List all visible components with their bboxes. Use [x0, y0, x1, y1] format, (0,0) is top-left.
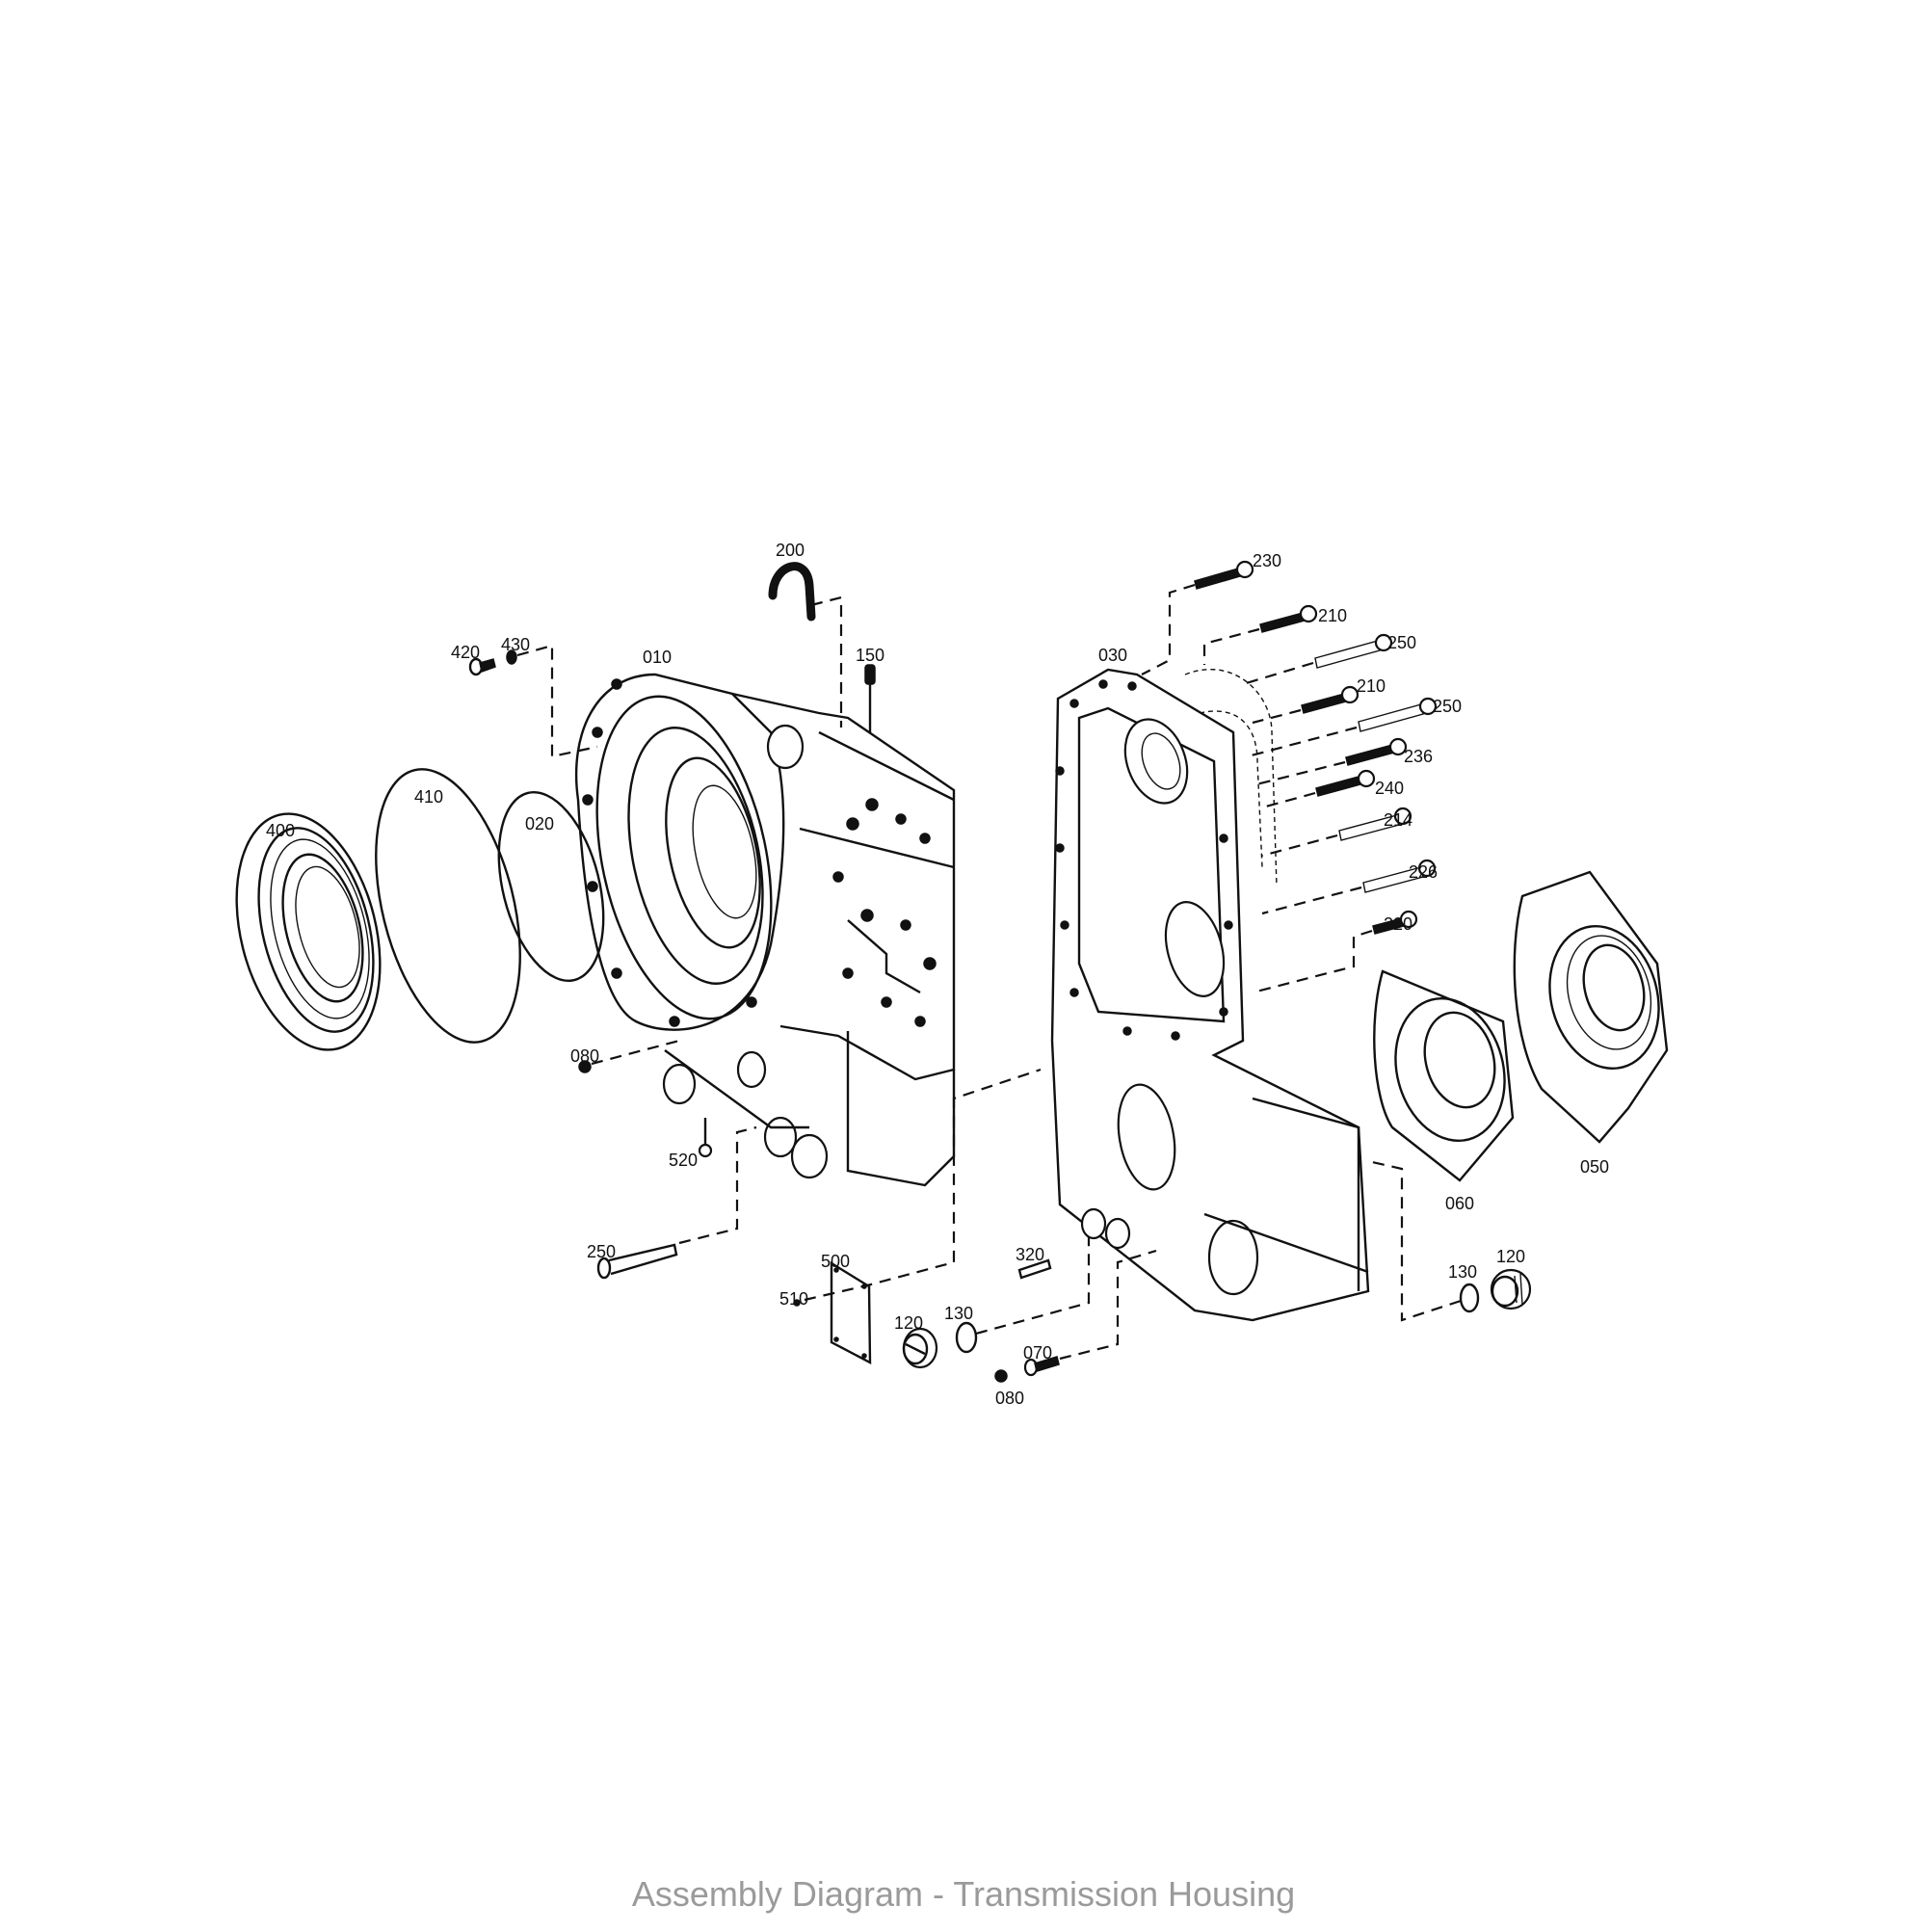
label-250-upper: 250 [1387, 633, 1417, 652]
diagram-caption: Assembly Diagram - Transmission Housing [631, 1874, 1296, 1914]
label-200: 200 [776, 541, 805, 560]
part-030-housing[interactable] [1050, 668, 1370, 1322]
label-500: 500 [821, 1252, 851, 1271]
part-080-nut-left[interactable] [578, 1060, 592, 1073]
part-410-o-ring[interactable] [351, 754, 545, 1057]
label-510: 510 [779, 1289, 809, 1309]
part-220-bolt[interactable] [1372, 910, 1418, 935]
part-120-plug-right[interactable] [1490, 1268, 1532, 1310]
part-226-bolt[interactable] [1362, 859, 1437, 893]
label-130-left: 130 [944, 1304, 974, 1323]
part-010-housing[interactable] [570, 673, 956, 1187]
label-010: 010 [643, 648, 673, 667]
part-150-plug[interactable] [864, 664, 876, 732]
part-420-bolt[interactable] [468, 657, 496, 676]
label-240: 240 [1375, 779, 1405, 798]
label-230: 230 [1253, 551, 1282, 570]
label-020: 020 [525, 814, 555, 834]
part-320-pin[interactable] [1017, 1258, 1052, 1280]
part-210-bolt-upper[interactable] [1259, 604, 1318, 633]
part-020-o-ring[interactable] [481, 781, 620, 992]
part-120-plug-left[interactable] [902, 1327, 938, 1369]
label-520: 520 [669, 1151, 699, 1170]
label-150: 150 [856, 646, 885, 665]
part-400-seal-cover[interactable] [214, 799, 403, 1065]
part-080-nut-bottom[interactable] [994, 1369, 1008, 1383]
label-210-upper: 210 [1318, 606, 1348, 625]
label-250-left: 250 [587, 1242, 617, 1261]
label-060: 060 [1445, 1194, 1475, 1213]
label-220: 220 [1384, 914, 1413, 934]
part-250-bolt-upper[interactable] [1314, 633, 1393, 669]
label-410: 410 [414, 787, 444, 807]
label-120-right: 120 [1496, 1247, 1526, 1266]
label-226: 226 [1409, 862, 1439, 882]
label-070: 070 [1023, 1343, 1053, 1363]
label-400: 400 [266, 821, 296, 840]
label-130-right: 130 [1448, 1262, 1478, 1282]
label-120-left: 120 [894, 1313, 924, 1333]
label-250-lower: 250 [1433, 697, 1463, 716]
part-250-bolt-left[interactable] [596, 1243, 678, 1280]
part-060-cover[interactable] [1373, 969, 1519, 1182]
part-230-bolt[interactable] [1194, 560, 1254, 590]
part-430-washer[interactable] [506, 649, 517, 665]
label-214: 214 [1384, 810, 1413, 830]
part-200-tube[interactable] [768, 562, 816, 622]
part-214-bolt[interactable] [1338, 807, 1412, 841]
part-240-bolt[interactable] [1315, 769, 1376, 797]
part-050-cover[interactable] [1513, 870, 1675, 1144]
part-510-screw[interactable] [793, 1299, 801, 1307]
part-250-bolt-lower[interactable] [1358, 697, 1438, 732]
label-210-lower: 210 [1357, 676, 1386, 696]
part-236-bolt[interactable] [1345, 737, 1408, 766]
part-130-o-ring-left[interactable] [955, 1321, 978, 1354]
label-080-left: 080 [570, 1046, 600, 1066]
part-210-bolt-lower[interactable] [1301, 685, 1359, 714]
label-030: 030 [1098, 646, 1128, 665]
label-236: 236 [1404, 747, 1434, 766]
label-050: 050 [1580, 1157, 1610, 1177]
label-080-bottom: 080 [995, 1389, 1025, 1408]
label-420: 420 [451, 643, 481, 662]
part-500-cover-plate[interactable] [830, 1260, 872, 1364]
label-430: 430 [501, 635, 531, 654]
part-130-o-ring-right[interactable] [1459, 1283, 1480, 1313]
part-070-screw[interactable] [1023, 1356, 1060, 1377]
part-520-plug[interactable] [698, 1143, 713, 1158]
label-320: 320 [1016, 1245, 1045, 1264]
